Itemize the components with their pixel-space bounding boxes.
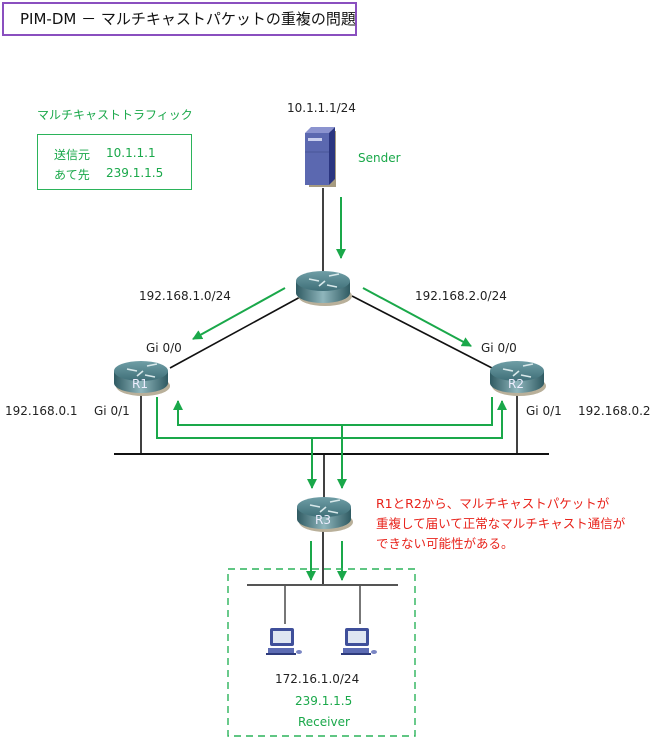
receiver-label: Receiver — [298, 715, 350, 729]
r1-ip: 192.168.0.1 — [5, 404, 78, 418]
receiver-pc-1-icon — [266, 628, 302, 655]
warning-note-line: できない可能性がある。 — [376, 536, 514, 551]
server-icon — [305, 127, 336, 187]
traffic-key-destination: あて先 — [54, 168, 90, 182]
receiver-group: 239.1.1.5 — [295, 694, 353, 708]
sender-ip: 10.1.1.1/24 — [287, 101, 356, 115]
traffic-heading: マルチキャストトラフィック — [37, 108, 193, 122]
right-subnet-label: 192.168.2.0/24 — [415, 289, 507, 303]
left-subnet-label: 192.168.1.0/24 — [139, 289, 231, 303]
arrow-core-to-r1 — [192, 287, 286, 340]
sender-label: Sender — [358, 151, 401, 165]
link-core-r2 — [351, 295, 493, 369]
r1-label: R1 — [132, 377, 148, 391]
r2-if-bottom: Gi 0/1 — [526, 404, 562, 418]
traffic-value-destination: 239.1.1.5 — [106, 166, 164, 180]
core-router-icon — [295, 270, 353, 307]
receiver-group-box — [227, 568, 416, 737]
receiver-pc-2-icon — [341, 628, 377, 655]
arrow-r1-to-r2 — [156, 397, 507, 439]
traffic-value-source: 10.1.1.1 — [106, 146, 156, 160]
r2-ip: 192.168.0.2 — [578, 404, 651, 418]
r2-if-top: Gi 0/0 — [481, 341, 517, 355]
warning-note: R1とR2から、マルチキャストパケットが 重複して届いて正常なマルチキャスト通信… — [376, 494, 625, 554]
r1-if-top: Gi 0/0 — [146, 341, 182, 355]
link-core-r1 — [169, 295, 303, 369]
arrow-r2-to-r1 — [173, 397, 493, 426]
receiver-subnet: 172.16.1.0/24 — [275, 672, 360, 686]
r1-if-bottom: Gi 0/1 — [94, 404, 130, 418]
page-title: PIM-DM － マルチキャストパケットの重複の問題 — [2, 2, 357, 36]
warning-note-line: R1とR2から、マルチキャストパケットが — [376, 496, 610, 511]
warning-note-line: 重複して届いて正常なマルチキャスト通信が — [376, 516, 626, 531]
r3-label: R3 — [315, 513, 331, 527]
arrow-core-to-r2 — [362, 287, 472, 347]
traffic-key-source: 送信元 — [54, 148, 91, 162]
traffic-info-box — [37, 134, 192, 190]
r2-label: R2 — [508, 377, 524, 391]
